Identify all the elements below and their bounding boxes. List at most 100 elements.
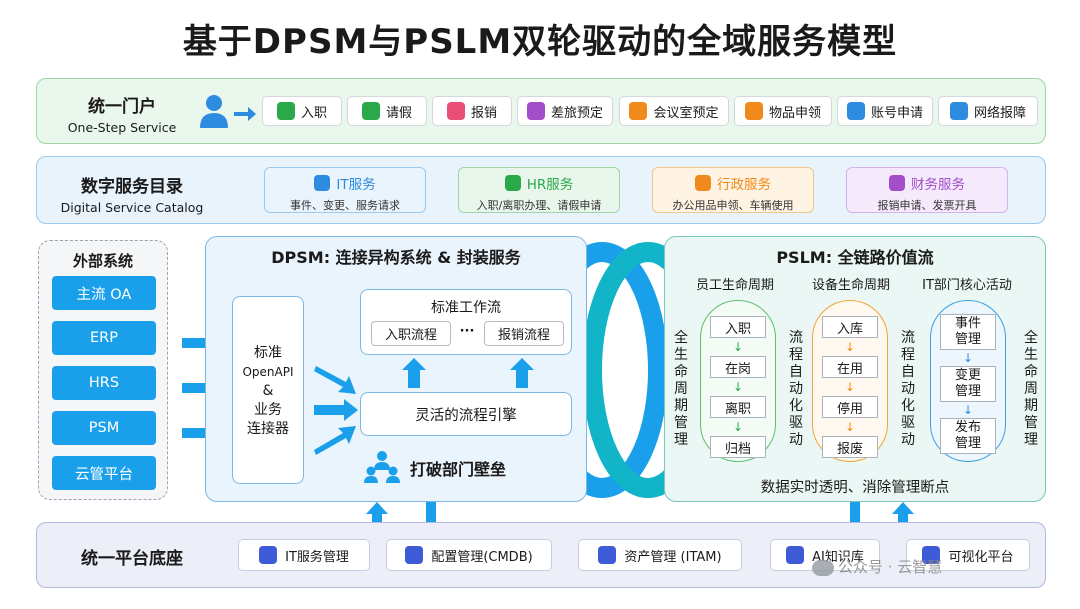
vertical-char: 自 [901,364,915,380]
break-silos-text: 打破部门壁垒 [410,460,507,479]
standard-workflow-title: 标准工作流 [431,300,501,316]
vertical-label-3: 全生命周期管理 [1022,330,1040,449]
external-system-3[interactable]: PSM [52,411,156,445]
pslm-title: PSLM: 全链路价值流 [776,248,934,267]
vertical-char: 周 [674,381,688,397]
employee-arrow-icon: ↓ [732,380,744,394]
portal-service-4[interactable]: 会议室预定 [619,96,729,126]
it-step-line: 变更 [954,368,981,383]
it-service-icon [314,175,331,191]
catalog-item-1[interactable]: HR服务入职/离职办理、请假申请 [458,167,620,213]
heart-service-icon [259,546,278,564]
catalog-item-title-row: 财务服务 [847,173,1007,193]
vertical-char: 流 [789,330,803,346]
it-step-line: 事件 [954,316,981,331]
chart-icon [922,546,941,564]
vertical-char: 化 [901,398,915,414]
it-step-line: 发布 [954,420,981,435]
portal-service-label: 网络报障 [973,105,1026,121]
vertical-char: 动 [789,381,803,397]
portal-service-6[interactable]: 账号申请 [837,96,933,126]
platform-item-0[interactable]: IT服务管理 [238,539,370,571]
vertical-char: 化 [789,398,803,414]
employee-step-3: 归档 [710,436,766,458]
wechat-icon [812,559,834,576]
portal-service-5[interactable]: 物品申领 [734,96,832,126]
vertical-char: 全 [1024,330,1038,346]
pslm-footer: 数据实时透明、消除管理断点 [760,480,950,496]
device-arrow-icon: ↓ [844,340,856,354]
connector-line: 业务 [254,402,282,418]
vertical-char: 动 [789,432,803,448]
catalog-item-0[interactable]: IT服务事件、变更、服务请求 [264,167,426,213]
catalog-item-title: 财务服务 [911,177,965,193]
home-asset-icon [598,546,617,564]
catalog-item-title: HR服务 [526,177,574,193]
calendar-icon [526,102,545,120]
admin-service-icon [695,175,711,191]
engine-up-arrows [402,358,534,388]
portal-service-label: 账号申请 [870,105,923,121]
process-engine: 灵活的流程引擎 [360,392,572,436]
device-step-2: 停用 [822,396,878,418]
workflow-ellipsis: ··· [459,324,475,339]
platform-item-2[interactable]: 资产管理 (ITAM) [578,539,742,571]
portal-service-3[interactable]: 差旅预定 [517,96,613,126]
watermark: 公众号 · 云智慧 [812,556,942,577]
platform-item-label: 配置管理(CMDB) [431,549,533,565]
catalog-item-desc: 入职/离职办理、请假申请 [476,199,602,212]
portal-service-0[interactable]: 入职 [262,96,342,126]
meeting-icon [629,102,648,120]
it-activities-header: IT部门核心活动 [922,278,1012,293]
portal-service-1[interactable]: 请假 [347,96,427,126]
connector-line: 标准 [254,345,282,361]
form-icon [361,102,380,120]
employee-step-2: 离职 [710,396,766,418]
person-icon [276,102,295,120]
portal-service-label: 报销 [470,105,497,121]
receipt-icon [446,102,465,120]
it-step-line: 管理 [954,332,981,347]
catalog-item-title-row: HR服务 [459,173,619,193]
platform-item-3[interactable]: AI知识库 [770,539,880,571]
external-system-1[interactable]: ERP [52,321,156,355]
dpsm-title: DPSM: 连接异构系统 & 封装服务 [271,248,521,267]
connector-box [232,296,304,484]
vertical-char: 全 [674,330,688,346]
catalog-item-2[interactable]: 行政服务办公用品申领、车辆使用 [652,167,814,213]
connector-arrows [314,366,358,455]
vertical-label-1: 流程自动化驱动 [787,330,805,449]
finance-service-icon [889,175,905,191]
vertical-char: 期 [1024,398,1038,414]
portal-service-7[interactable]: 网络报障 [938,96,1038,126]
vertical-char: 命 [1024,364,1038,380]
external-system-4[interactable]: 云管平台 [52,456,156,490]
catalog-label: 数字服务目录 Digital Service Catalog [54,172,210,215]
vertical-char: 命 [674,364,688,380]
it-arrow-icon: ↓ [962,351,974,365]
employee-lifecycle-header: 员工生命周期 [695,278,774,293]
catalog-item-3[interactable]: 财务服务报销申请、发票开具 [846,167,1008,213]
database-icon [405,546,424,564]
device-step-0: 入库 [822,316,878,338]
vertical-char: 驱 [789,415,803,431]
portal-service-label: 物品申领 [768,105,821,121]
vertical-char: 周 [1024,381,1038,397]
portal-service-2[interactable]: 报销 [432,96,512,126]
workflow-reimbursement: 报销流程 [484,321,564,346]
watermark-text: 公众号 · 云智慧 [838,558,943,576]
it-step-line: 管理 [954,384,981,399]
external-system-0[interactable]: 主流 OA [52,276,156,310]
connector-line: OpenAPI [242,365,294,379]
vertical-char: 动 [901,381,915,397]
vertical-char: 自 [789,364,803,380]
vertical-char: 期 [674,398,688,414]
platform-item-1[interactable]: 配置管理(CMDB) [386,539,552,571]
platform-item-label: IT服务管理 [285,549,349,565]
external-system-2[interactable]: HRS [52,366,156,400]
vertical-label-0: 全生命周期管理 [672,330,690,449]
vertical-char: 管 [1024,415,1038,431]
platform-item-4[interactable]: 可视化平台 [906,539,1030,571]
catalog-item-desc: 报销申请、发票开具 [877,199,977,212]
platform-label: 统一平台底座 [81,549,183,569]
